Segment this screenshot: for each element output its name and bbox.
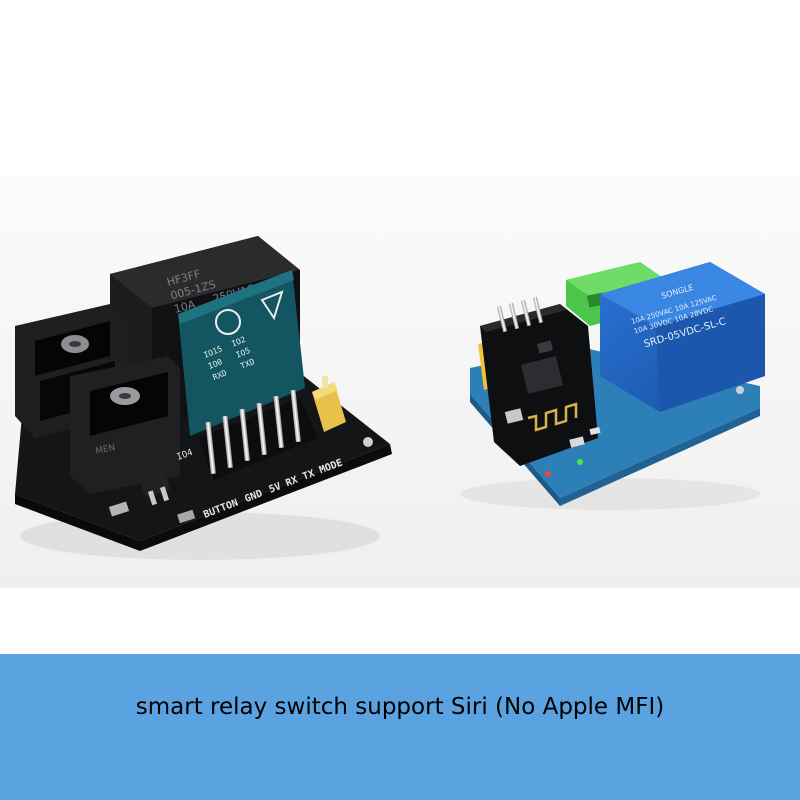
product-photo-drawing: HF3FF 005-1ZS 10A 250VAC MEN <box>0 176 800 588</box>
left-small-components <box>108 437 373 524</box>
product-photo: HF3FF 005-1ZS 10A 250VAC MEN <box>0 176 800 588</box>
right-small-components <box>504 386 744 477</box>
caption-banner: smart relay switch support Siri (No Appl… <box>0 654 800 800</box>
left-esp-module: IO15 IO2 IO0 IO5 RXD TXD <box>178 270 305 436</box>
left-relay-board: HF3FF 005-1ZS 10A 250VAC MEN <box>15 236 392 560</box>
caption-text: smart relay switch support Siri (No Appl… <box>135 694 665 720</box>
right-relay-board: SONGLE 10A 250VAC 10A 125VAC 10A 30VDC 1… <box>460 262 765 510</box>
right-relay: SONGLE 10A 250VAC 10A 125VAC 10A 30VDC 1… <box>600 262 765 412</box>
yellow-jumper <box>312 376 346 432</box>
left-terminal-block: MEN <box>15 304 180 494</box>
pin-label-rx: RX <box>284 475 299 490</box>
pin-label-5v: 5V <box>267 481 282 496</box>
right-esp-module <box>478 296 598 466</box>
pin-label-tx: TX <box>301 468 316 483</box>
svg-text:MEN: MEN <box>95 443 117 457</box>
left-header-pins <box>198 389 318 480</box>
